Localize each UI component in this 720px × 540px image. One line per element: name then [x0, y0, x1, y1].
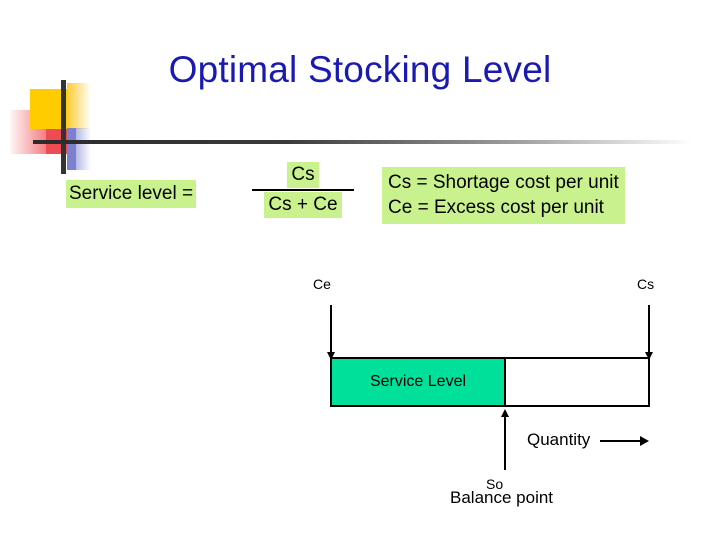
service-level-bar-fill: Service Level	[332, 359, 506, 405]
service-level-label: Service level =	[66, 180, 197, 208]
marker-label-ce: Ce	[313, 276, 331, 292]
fraction-bar	[252, 189, 354, 191]
marker-label-cs: Cs	[637, 276, 655, 292]
service-level-fraction: Cs Cs + Ce	[252, 162, 354, 218]
fraction-numerator: Cs	[287, 162, 319, 188]
legend-shortage-cost: Cs = Shortage cost per unit	[388, 172, 619, 193]
decor-horizontal-rule	[33, 140, 693, 144]
arrow-down-cs-icon	[645, 305, 653, 360]
quantity-axis: Quantity	[527, 430, 650, 450]
decor-yellow-gradient-block	[67, 83, 91, 129]
legend-excess-cost: Ce = Excess cost per unit	[388, 197, 604, 218]
arrow-right-quantity-icon	[600, 436, 650, 446]
service-level-bar: Service Level	[330, 357, 650, 407]
cost-legend: Cs = Shortage cost per unit Ce = Excess …	[382, 167, 625, 224]
arrow-up-balance-point-icon	[501, 409, 509, 470]
quantity-axis-label: Quantity	[527, 430, 591, 449]
fraction-denominator: Cs + Ce	[264, 192, 342, 218]
decor-vertical-rule	[61, 80, 66, 174]
page-title: Optimal Stocking Level	[168, 49, 552, 90]
balance-point-symbol: So	[486, 476, 504, 492]
service-level-bar-label: Service Level	[369, 373, 467, 390]
arrow-down-ce-icon	[327, 305, 335, 360]
decor-blue-block	[67, 128, 76, 170]
balance-point-caption: Balance point	[450, 488, 554, 507]
